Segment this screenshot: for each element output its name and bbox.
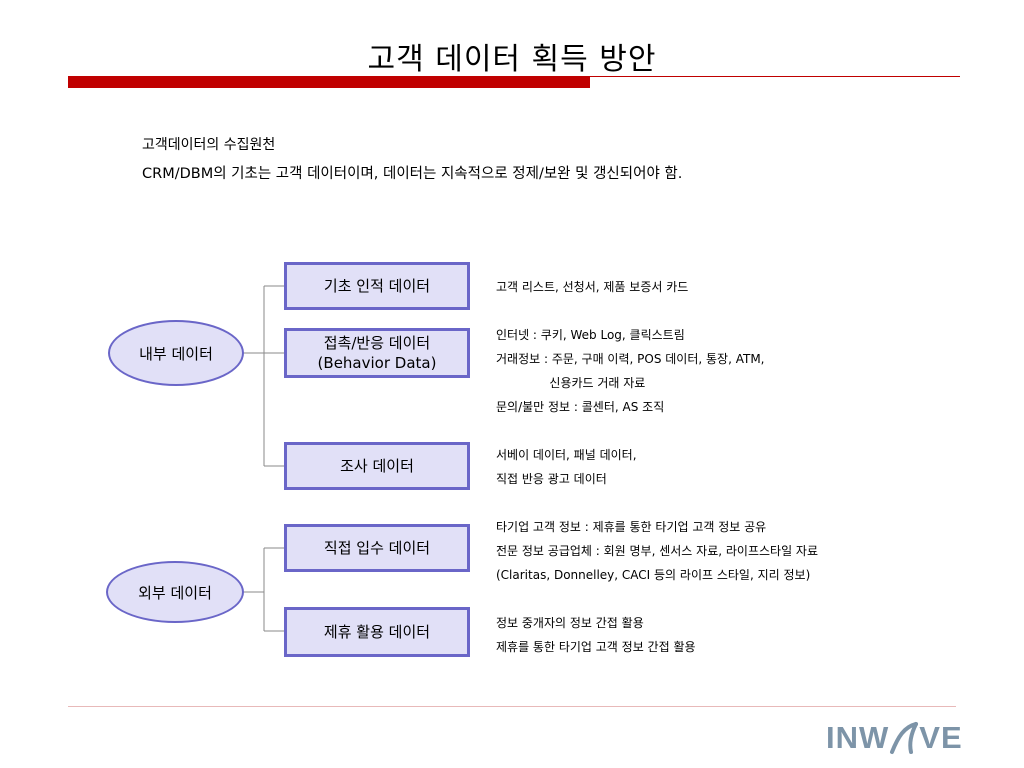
wave-icon <box>890 722 919 754</box>
category-basic-personal-data: 기초 인적 데이터 <box>284 262 470 310</box>
subheading: 고객데이터의 수집원천 <box>142 137 276 153</box>
group-external-data: 외부 데이터 <box>106 561 244 623</box>
page-title: 고객 데이터 획득 방안 <box>367 42 657 77</box>
category-label: 제휴 활용 데이터 <box>323 623 431 641</box>
category-label: 조사 데이터 <box>340 457 414 475</box>
footer-rule <box>68 706 956 707</box>
category-direct-acquisition-data: 직접 입수 데이터 <box>284 524 470 572</box>
logo-text-left: INW <box>826 720 890 755</box>
title-rule-thick <box>68 77 590 88</box>
category-label: 직접 입수 데이터 <box>323 539 431 557</box>
desc-basic-personal-data: 고객 리스트, 선청서, 제품 보증서 카드 <box>496 280 689 294</box>
category-contact-response-data: 접촉/반응 데이터 (Behavior Data) <box>284 328 470 378</box>
group-label: 내부 데이터 <box>139 344 213 363</box>
group-internal-data: 내부 데이터 <box>108 320 244 386</box>
desc-direct-acquisition-data: 타기업 고객 정보 : 제휴를 통한 타기업 고객 정보 공유 전문 정보 공급… <box>496 520 819 582</box>
desc-partnership-data: 정보 중개자의 정보 간접 활용 제휴를 통한 타기업 고객 정보 간접 활용 <box>496 616 696 654</box>
logo-text-right: VE <box>919 720 963 755</box>
category-partnership-data: 제휴 활용 데이터 <box>284 607 470 657</box>
desc-contact-response-data: 인터넷 : 쿠키, Web Log, 클릭스트림 거래정보 : 주문, 구매 이… <box>496 328 765 414</box>
category-survey-data: 조사 데이터 <box>284 442 470 490</box>
category-label: 접촉/반응 데이터 <box>323 334 431 352</box>
summary-text: CRM/DBM의 기초는 고객 데이터이며, 데이터는 지속적으로 정제/보완 … <box>142 166 683 182</box>
category-label: 기초 인적 데이터 <box>323 277 431 295</box>
title-rule-thin <box>68 76 960 77</box>
category-sublabel: (Behavior Data) <box>317 354 437 372</box>
group-label: 외부 데이터 <box>138 583 212 602</box>
desc-survey-data: 서베이 데이터, 패널 데이터, 직접 반응 광고 데이터 <box>496 448 637 486</box>
company-logo: INW VE <box>826 718 963 758</box>
